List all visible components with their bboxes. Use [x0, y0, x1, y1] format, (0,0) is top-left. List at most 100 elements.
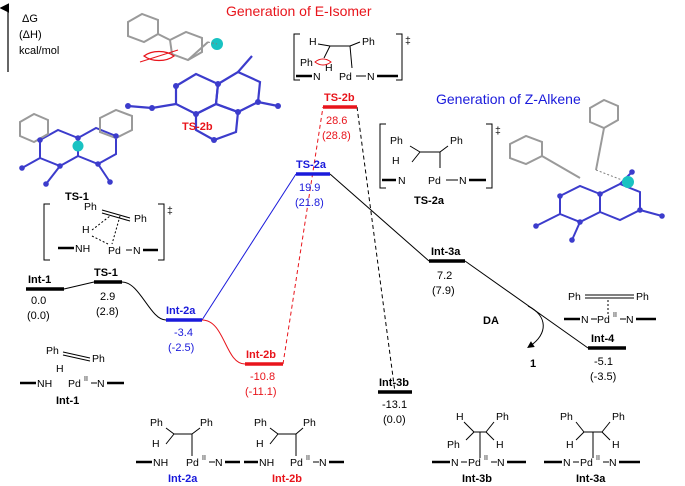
label-int2a: Int-2a — [166, 305, 196, 317]
value-g-int4: -5.1 — [594, 356, 613, 368]
scheme-label-int2a: Int-2a — [168, 473, 198, 485]
scheme-int1-ph-left: Ph — [46, 345, 59, 357]
connector-int2a-int2b — [201, 319, 246, 365]
scheme-int2b-ph-right: Ph — [303, 417, 316, 429]
scheme-int1-pd-ox: II — [84, 376, 88, 383]
heading-z-alkene: Generation of Z-Alkene — [436, 91, 581, 107]
value-g-ts2a: 19.9 — [299, 182, 320, 194]
value-g-int2a: -3.4 — [174, 327, 193, 339]
scheme-int2a-h: H — [152, 438, 160, 450]
scheme-int1-pd: Pd — [68, 378, 81, 390]
level-annotations: Int-1 0.0 (0.0) TS-1 2.9 (2.8) Int-2a -3… — [27, 92, 616, 426]
label-int2b: Int-2b — [246, 349, 276, 361]
scheme-ts2a-pd: Pd — [428, 175, 441, 187]
scheme-label-int2b: Int-2b — [272, 473, 302, 485]
connector-int1-ts1 — [63, 281, 95, 290]
scheme-ts2a-ph-right: Ph — [450, 135, 463, 147]
scheme-int3b-n-left: N — [451, 457, 459, 469]
scheme-int3b-h-top: H — [456, 411, 464, 423]
pd-atom-ts2a — [622, 176, 634, 188]
value-h-int4: (-3.5) — [590, 371, 616, 383]
scheme-ts2b-pd: Pd — [339, 71, 352, 83]
scheme-label-ts2a: TS-2a — [414, 195, 445, 207]
scheme-ts1-h: H — [82, 224, 90, 236]
model-label-ts2b: TS-2b — [182, 121, 213, 133]
connector-int3a-int4 — [464, 260, 589, 349]
axis-label-unit: kcal/mol — [19, 45, 59, 57]
scheme-int4-ph-right: Ph — [636, 291, 649, 303]
label-ts2b: TS-2b — [324, 92, 355, 104]
profile-connectors — [63, 106, 589, 393]
scheme-label-int3b: Int-3b — [462, 473, 492, 485]
scheme-int4-pd-ox: II — [613, 312, 617, 319]
scheme-int2b-h: H — [256, 438, 264, 450]
dagger-ts2a: ‡ — [495, 125, 501, 137]
scheme-ts1: ‡ Ph Ph H NH Pd N — [43, 201, 173, 261]
scheme-int1-nh: NH — [37, 378, 52, 390]
scheme-int2a-pd-ox: II — [202, 455, 206, 462]
label-int4: Int-4 — [591, 333, 615, 345]
scheme-int4-n-left: N — [581, 314, 589, 326]
value-g-int2b: -10.8 — [250, 371, 275, 383]
scheme-ts2b: ‡ H Ph Ph H N Pd N — [293, 33, 411, 83]
scheme-ts2b-h: H — [309, 36, 317, 48]
scheme-int4-n-right: N — [626, 314, 634, 326]
scheme-int2a: Ph Ph H NH Pd II N Int-2a — [136, 417, 240, 485]
scheme-int2b-n: N — [319, 457, 327, 469]
scheme-int2a-ph-left: Ph — [150, 417, 163, 429]
label-int3a: Int-3a — [431, 246, 461, 258]
scheme-int2b-ph-left: Ph — [254, 417, 267, 429]
da-arrow — [527, 305, 544, 348]
value-h-ts2b: (28.8) — [322, 130, 351, 142]
value-h-int1: (0.0) — [27, 310, 50, 322]
scheme-int3b-h-right: H — [496, 439, 504, 451]
scheme-int2b-nh: NH — [259, 457, 274, 469]
scheme-int3a-h-right: H — [612, 439, 620, 451]
connector-int2a-ts2a — [201, 173, 297, 321]
label-int3b: Int-3b — [379, 377, 409, 389]
scheme-ts1-nh: NH — [75, 243, 90, 255]
scheme-ts2b-ph-left: Ph — [300, 57, 313, 69]
scheme-int2b-pd: Pd — [290, 457, 303, 469]
scheme-ts2b-n-left: N — [313, 71, 321, 83]
scheme-int2a-ph-right: Ph — [200, 417, 213, 429]
model-ts2b: TS-2b — [125, 12, 281, 143]
scheme-ts2a-ph-left: Ph — [390, 135, 403, 147]
value-h-int3a: (7.9) — [432, 285, 455, 297]
scheme-int3b-ph-top: Ph — [496, 411, 509, 423]
label-da: DA — [483, 315, 499, 327]
scheme-int1: Ph Ph H NH Pd II N Int-1 — [20, 345, 124, 407]
label-ts1: TS-1 — [94, 267, 118, 279]
connector-int2b-ts2b — [282, 106, 324, 365]
scheme-ts2a: ‡ Ph Ph H N Pd N TS-2a — [379, 123, 501, 207]
scheme-int2b-pd-ox: II — [306, 455, 310, 462]
dagger-ts1: ‡ — [167, 205, 173, 217]
label-ts2a: TS-2a — [296, 159, 327, 171]
scheme-ts2a-n-right: N — [459, 175, 467, 187]
scheme-int3b-pd-ox: II — [484, 455, 488, 462]
value-g-int3b: -13.1 — [382, 399, 407, 411]
heading-e-isomer: Generation of E-Isomer — [226, 3, 372, 19]
scheme-int3a-h-left: H — [566, 439, 574, 451]
label-product: 1 — [530, 358, 536, 370]
model-ts2a — [509, 98, 665, 243]
value-h-int3b: (0.0) — [383, 414, 406, 426]
model-ts1: TS-1 — [19, 108, 133, 203]
scheme-int3a-pd-ox: II — [596, 455, 600, 462]
scheme-int4-pd: Pd — [597, 314, 610, 326]
scheme-int4: Ph Ph N Pd II N — [564, 291, 656, 326]
scheme-ts2b-ph-top: Ph — [362, 36, 375, 48]
value-g-int1: 0.0 — [31, 295, 46, 307]
da-step: DA 1 — [483, 305, 544, 370]
steric-clash-icon — [142, 50, 176, 62]
scheme-int3b-ph-left: Ph — [447, 439, 460, 451]
scheme-int1-h: H — [56, 363, 64, 375]
energy-levels — [26, 105, 626, 394]
scheme-int3a-n-left: N — [563, 457, 571, 469]
scheme-ts1-ph-right: Ph — [134, 213, 147, 225]
scheme-int2a-pd: Pd — [186, 457, 199, 469]
model-label-ts1: TS-1 — [65, 191, 89, 203]
scheme-ts1-ph-left: Ph — [84, 201, 97, 213]
pd-atom-ts1 — [72, 140, 84, 152]
